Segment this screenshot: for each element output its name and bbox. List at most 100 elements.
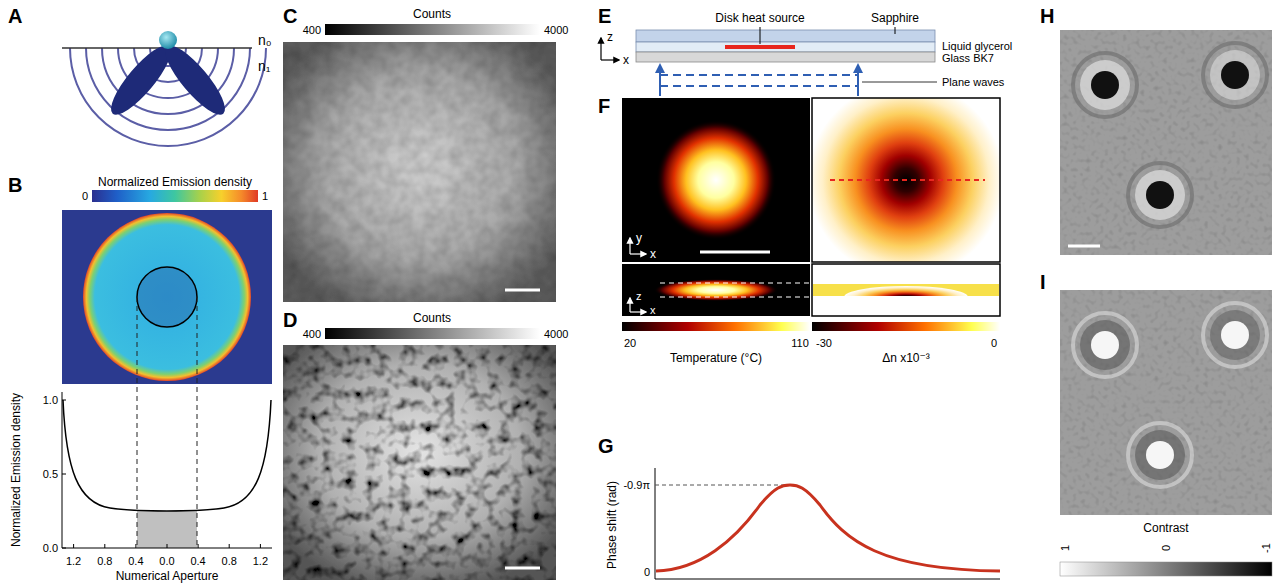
medium-index: n₀	[258, 33, 272, 47]
temperature-map-line	[630, 253, 646, 254]
emission-density-plot-path	[74, 544, 261, 548]
temperature-map-rect	[622, 322, 810, 331]
panel-letter: F	[598, 96, 610, 116]
temperature-map-g	[654, 279, 778, 301]
refractive-index-map-rect	[812, 264, 1000, 316]
refractive-index-map-g-circle	[812, 98, 1000, 262]
phase-image-i	[1060, 290, 1272, 576]
emission-density-plot	[62, 297, 272, 548]
refractive-index-map-rect	[812, 322, 1000, 331]
colorbar-title: Counts	[413, 312, 451, 324]
panel-letter: H	[1040, 6, 1054, 26]
panel-letter: D	[283, 310, 297, 330]
dipole-emission-sketch-ellipse	[157, 38, 233, 122]
colorbar-tick: -1	[1261, 543, 1272, 553]
sample-schematic-line	[600, 38, 601, 60]
phase-image-i-g-circle	[1210, 310, 1260, 360]
colorbar-tick: 0	[82, 191, 88, 202]
phase-image-h-g-circle	[1221, 61, 1249, 89]
phase-image-h-g-circle	[1210, 50, 1260, 100]
tick-label: 1.0	[43, 395, 58, 406]
emission-density-map-circle	[137, 267, 197, 327]
phase-shift-plot-path	[656, 485, 1000, 571]
speckle-image-rect	[283, 345, 556, 580]
phase-shift-plot-path	[655, 468, 1000, 579]
axis-letter: x	[650, 248, 656, 260]
tick-label: 1.2	[66, 556, 81, 567]
panel-letter: B	[8, 175, 22, 195]
sample-schematic-rect	[725, 45, 795, 49]
sample-schematic-line	[862, 82, 937, 83]
emission-density-map	[62, 190, 272, 384]
phase-image-h	[1060, 30, 1272, 255]
tick-label: 0.4	[128, 556, 143, 567]
camera-image-line	[505, 289, 540, 292]
phase-image-h-line	[1068, 245, 1100, 248]
axis-letter: z	[636, 291, 642, 302]
sample-schematic-rect	[636, 52, 935, 62]
phase-image-i-g-circle	[1146, 441, 1174, 469]
tick-label: 0	[644, 567, 650, 578]
phase-image-h-g-circle	[1080, 60, 1130, 110]
phase-image-i-g-circle	[1091, 331, 1119, 359]
colorbar-title: Normalized Emission density	[98, 176, 252, 188]
phase-image-i-g-circle	[1135, 430, 1185, 480]
phase-image-i-g	[1073, 303, 1267, 487]
dipole-emission-sketch-g-path	[70, 48, 266, 146]
colorbar-tick: 400	[303, 25, 321, 36]
emission-density-plot-path	[62, 392, 272, 548]
speckle-image-line	[505, 567, 540, 570]
phase-image-i-g-circle	[1203, 303, 1267, 367]
phase-image-i-rect	[1060, 562, 1272, 576]
temperature-map-circle	[656, 120, 776, 240]
phase-image-h-g-circle	[1135, 170, 1185, 220]
panel-letter: I	[1040, 272, 1046, 292]
layer-label: Sapphire	[871, 12, 919, 24]
axis-title: Numerical Aperture	[116, 570, 219, 582]
colorbar-tick: 4000	[544, 25, 568, 36]
temperature-map-line	[629, 238, 630, 254]
colorbar-title: Δn x10⁻³	[882, 352, 930, 364]
emission-density-plot-path	[63, 400, 271, 511]
colorbar-tick: 1	[262, 191, 268, 202]
phase-image-h-g-circle	[1073, 53, 1137, 117]
phase-image-h-g-circle	[1091, 71, 1119, 99]
tick-label: 0.4	[190, 556, 205, 567]
layer-label: Glass BK7	[942, 53, 994, 64]
phase-image-h-g-circle	[1203, 43, 1267, 107]
panel-letter: A	[8, 6, 22, 26]
tick-label: 0.8	[222, 556, 237, 567]
panel-letter: E	[598, 6, 611, 26]
dipole-emission-sketch-g	[70, 48, 266, 146]
dipole-emission-sketch-circle	[159, 31, 177, 49]
refractive-index-map-line	[830, 179, 985, 181]
refractive-index-map-rect	[812, 98, 1000, 262]
temperature-map-line	[630, 311, 646, 312]
temperature-map-g-ellipse	[654, 279, 778, 301]
phase-image-i-rect	[1060, 290, 1272, 515]
sample-schematic-line	[660, 85, 858, 87]
layer-label: Liquid glycerol	[942, 41, 1012, 52]
phase-image-i-g-circle	[1080, 320, 1130, 370]
emission-density-plot-rect	[137, 511, 197, 548]
phase-image-i-g-circle	[1128, 423, 1192, 487]
panel-letter: C	[283, 6, 297, 26]
camera-image-rect	[283, 42, 556, 302]
emission-density-plot-line	[197, 297, 198, 548]
phase-image-h-rect	[1060, 30, 1272, 255]
colorbar-title: Contrast	[1143, 522, 1188, 534]
speckle-image-rect	[325, 328, 540, 339]
axis-letter: y	[636, 232, 642, 244]
phase-shift-plot-line	[655, 485, 790, 486]
temperature-map-line	[700, 251, 770, 254]
refractive-index-map	[808, 82, 1004, 331]
temperature-map-line	[660, 282, 810, 283]
colorbar-tick: 0	[991, 338, 997, 349]
phase-image-i-g-circle	[1073, 313, 1137, 377]
layer-label: Disk heat source	[715, 12, 804, 24]
temperature-map-line	[660, 296, 810, 297]
refractive-index-map-g-ellipse	[844, 286, 968, 296]
emission-density-plot-line	[137, 297, 138, 548]
sample-schematic-rect	[636, 42, 935, 52]
